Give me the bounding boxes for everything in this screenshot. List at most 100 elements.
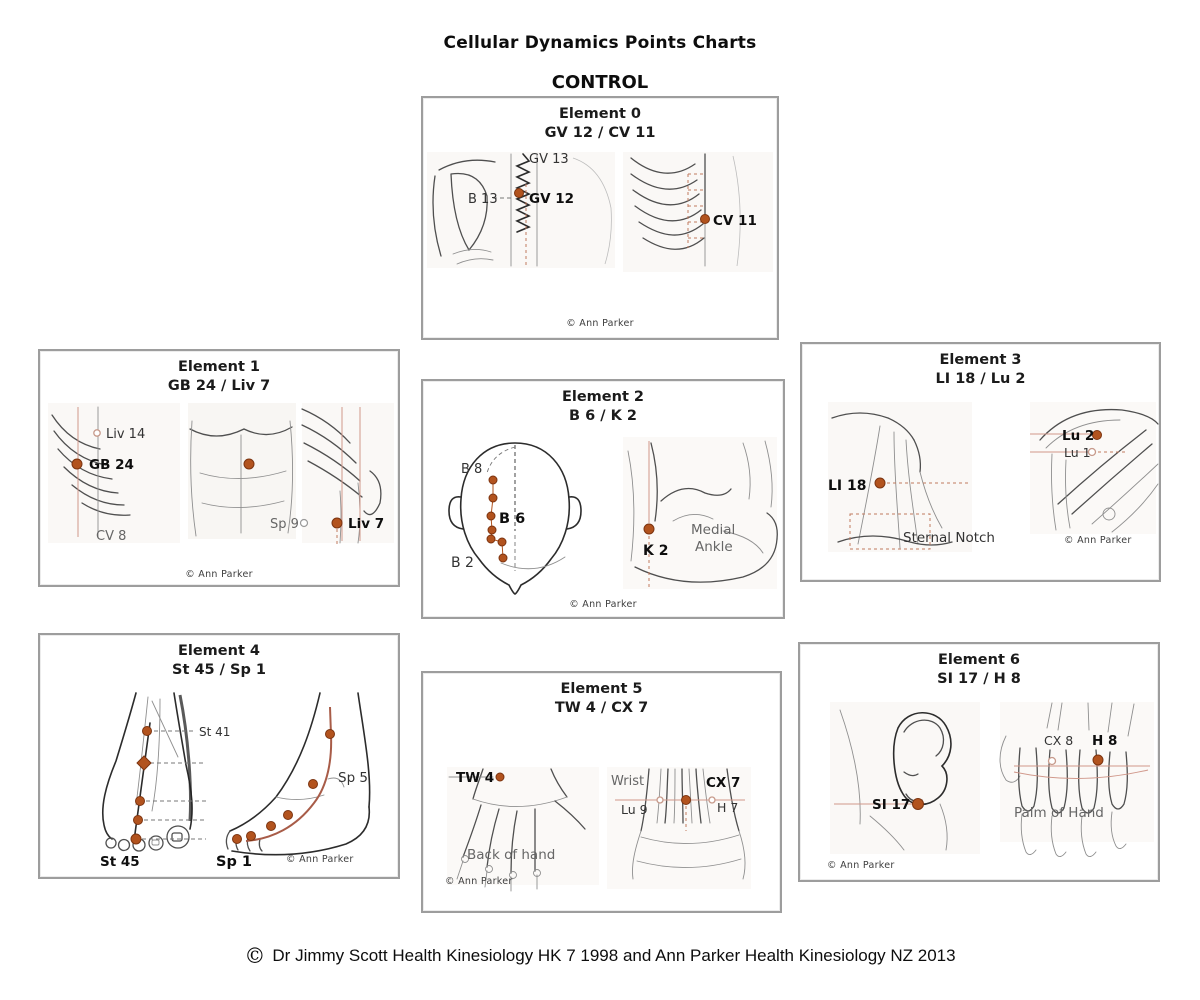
panel-title: Element 6 [937,652,1021,668]
foot-side-sketch: Sp 5 Sp 1 [216,692,371,870]
st45-label: St 45 [100,854,140,870]
artist-mark [1102,507,1116,521]
cx8-point [1047,756,1057,766]
tw4-label: TW 4 [456,770,494,786]
liv14-label: Liv 14 [106,427,145,442]
panel-element-3: Element 3 LI 18 / Lu 2 LI 18 Sternal Not… [800,342,1161,582]
palm-of-hand-label: Palm of Hand [1014,805,1104,821]
cx7-point [681,795,691,805]
panel-element-1: Element 1 GB 24 / Liv 7 Liv 14 GB 24 CV … [38,349,400,587]
b6-label: B 6 [499,511,525,527]
b-meridian-point [488,475,498,485]
st-meridian-point [136,755,152,771]
panel-points: GV 12 / CV 11 [544,125,656,141]
cx8-label: CX 8 [1044,733,1073,748]
gv12-point [514,188,524,198]
panel-points: LI 18 / Lu 2 [935,371,1026,387]
panel-element-5: Element 5 TW 4 / CX 7 TW 4 Back of [421,671,782,913]
back-spine-sketch: GV 13 B 13 GV 12 [427,152,615,268]
panel-points: B 6 / K 2 [569,408,637,424]
panel-title: Element 0 [558,106,642,122]
si17-label: SI 17 [872,797,910,813]
st41-point [142,726,152,736]
panel-header: Element 1 GB 24 / Liv 7 [40,358,398,396]
b13-label: B 13 [468,192,498,207]
sp-meridian-point [283,810,293,820]
cv11-area-point [243,458,255,470]
lu2-label: Lu 2 [1062,428,1094,444]
lu1-label: Lu 1 [1064,445,1091,460]
panel-title: Element 1 [177,359,261,375]
panel-title: Element 4 [177,643,261,659]
cx7-label: CX 7 [706,775,740,791]
panel-header: Element 5 TW 4 / CX 7 [423,680,780,718]
lu9-label: Lu 9 [621,802,648,817]
h7-label: H 7 [717,800,738,815]
hand-back-sketch: TW 4 Back of hand [447,767,599,892]
panel-points: St 45 / Sp 1 [172,662,266,678]
panel-header: Element 6 SI 17 / H 8 [800,651,1158,689]
ann-parker-credit: © Ann Parker [566,318,634,329]
panel-element-2: Element 2 B 6 / K 2 B 8 B 6 B 2 [421,379,785,619]
medial-ankle-label: Ankle [695,539,733,555]
ann-parker-credit: © Ann Parker [827,860,895,871]
b-meridian-point [488,493,498,503]
abdomen-sketch [188,403,296,539]
b8-label: B 8 [461,462,482,477]
liv7-point [331,517,343,529]
copyright-symbol: © [244,944,266,968]
ann-parker-credit: © Ann Parker [1064,535,1132,546]
page-subtitle: CONTROL [551,72,649,93]
sp1-label: Sp 1 [216,854,252,870]
element6-illustration: SI 17 CX 8 H 8 Palm of Hand [830,702,1154,857]
sp1-point [232,834,242,844]
st45-point [130,833,142,845]
panel-points: TW 4 / CX 7 [554,700,649,716]
element1-illustration: Liv 14 GB 24 CV 8 [48,403,394,546]
element4-illustration: St 41 St 45 Sp 5 Sp 1 [100,692,371,870]
cv11-point [700,214,710,224]
panel-title: Element 5 [560,681,643,697]
medial-ankle-label: Medial [691,522,735,538]
b-meridian-point [487,525,497,535]
k2-point [643,523,655,535]
ann-parker-credit: © Ann Parker [569,599,637,610]
lu9-point [656,796,664,804]
h7-point [708,796,716,804]
h8-label: H 8 [1092,733,1117,749]
palm-sketch: CX 8 H 8 Palm of Hand [999,702,1154,857]
page-title: Cellular Dynamics Points Charts [443,33,757,53]
element5-illustration: TW 4 Back of hand Wrist CX 7 [447,767,751,892]
gv12-label: GV 12 [529,191,574,207]
element3-illustration: LI 18 Sternal Notch Lu 2 Lu 1 [828,402,1159,552]
ribs-gb24-sketch: Liv 14 GB 24 CV 8 [48,403,180,544]
sternal-notch-label: Sternal Notch [903,530,995,546]
sp5-label: Sp 5 [338,770,368,786]
h8-point [1092,754,1104,766]
copyright-text: Dr Jimmy Scott Health Kinesiology HK 7 1… [272,946,956,965]
sp5-point [308,779,318,789]
li18-label: LI 18 [828,478,867,494]
ear-neck-sketch: SI 17 [830,702,980,854]
sp9-label: Sp 9 [270,517,299,532]
neck-sketch: LI 18 Sternal Notch [828,402,995,552]
element0-illustration: GV 13 B 13 GV 12 CV 11 [427,152,773,272]
copyright-footer: © Dr Jimmy Scott Health Kinesiology HK 7 … [0,944,1200,968]
si17-point [912,798,924,810]
gv13-label: GV 13 [529,152,569,167]
ribcage-sketch: CV 11 [623,152,773,272]
head-back-sketch: B 8 B 6 B 2 [448,442,582,595]
li18-point [874,477,886,489]
panel-element-4: Element 4 St 45 / Sp 1 [38,633,400,879]
panel-header: Element 3 LI 18 / Lu 2 [802,351,1159,389]
sp-meridian-point [325,729,335,739]
panel-element-0: Element 0 GV 12 / CV 11 GV 13 B 13 GV 12 [421,96,779,340]
back-of-hand-label: Back of hand [467,847,555,863]
cv8-label: CV 8 [96,529,126,544]
liv7-label: Liv 7 [348,516,384,532]
lu1-point [1087,447,1097,457]
knee-sketch: Sp 9 Liv 7 [270,403,394,546]
sp9-point [299,518,309,528]
gb24-point [71,458,83,470]
